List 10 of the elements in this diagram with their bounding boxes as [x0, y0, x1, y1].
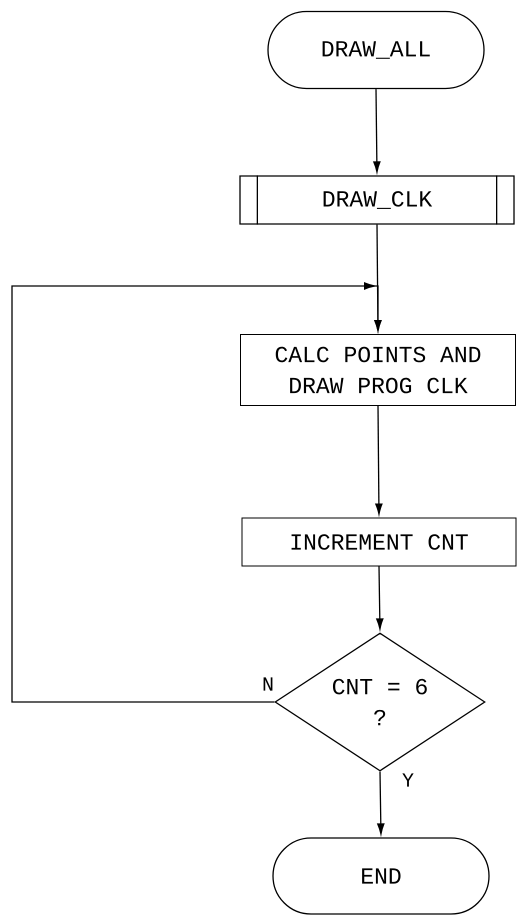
arrow	[11, 282, 382, 703]
process-box: CALC POINTS AND DRAW PROG CLK	[240, 334, 516, 406]
edge-label: Y	[401, 772, 415, 788]
edge-label: N	[261, 676, 275, 692]
arrow	[373, 89, 380, 173]
subroutine-box: DRAW_CLK	[239, 175, 515, 225]
arrow	[375, 406, 383, 515]
arrow	[377, 772, 384, 835]
arrow	[376, 566, 384, 630]
process-box: INCREMENT CNT	[242, 518, 516, 566]
